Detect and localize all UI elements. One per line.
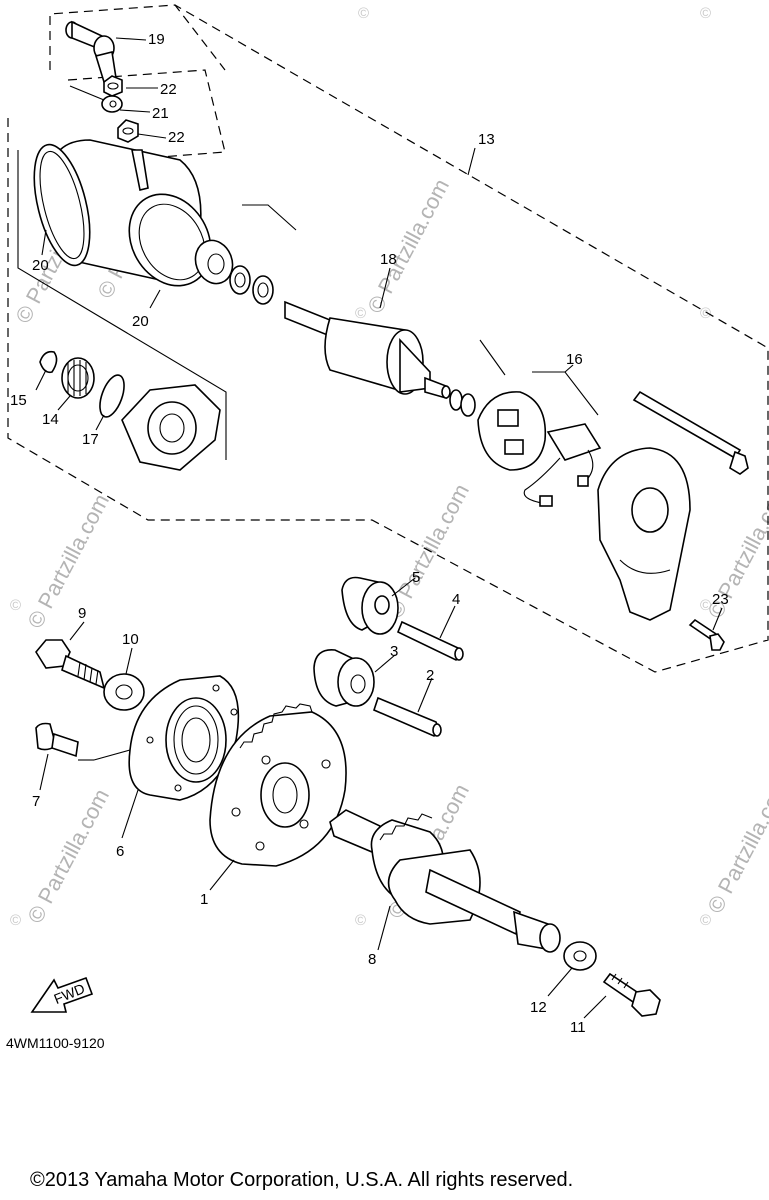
part-12-washer xyxy=(563,941,597,971)
callout-numbers: 19 22 21 22 13 20 20 18 15 14 17 16 23 5… xyxy=(10,31,729,1036)
starter-motor-yoke xyxy=(33,139,212,287)
callout-13: 13 xyxy=(478,131,495,148)
watermark-text: © Partzilla.com xyxy=(22,490,114,633)
callout-17: 17 xyxy=(82,431,99,448)
callout-16: 16 xyxy=(566,351,583,368)
part-7-bolt xyxy=(35,722,131,761)
callout-12: 12 xyxy=(530,999,547,1016)
part-8-gear-shaft xyxy=(329,809,561,953)
watermark-mark: © xyxy=(700,597,711,614)
watermark-mark: © xyxy=(355,305,366,322)
part-22-nut xyxy=(103,75,123,97)
part-17-o-ring xyxy=(99,374,125,418)
watermark-mark: © xyxy=(700,305,711,322)
watermark-text: © Partzilla.com xyxy=(702,775,769,918)
watermark-text: © Partzilla.com xyxy=(362,175,454,318)
callout-8: 8 xyxy=(368,951,376,968)
watermark-mark: © xyxy=(358,5,369,22)
watermark-mark: © xyxy=(700,912,711,929)
part-18-armature xyxy=(284,300,451,400)
watermark-mark: © xyxy=(700,5,711,22)
part-23-bolt xyxy=(688,618,725,651)
part-21-lead-wire xyxy=(69,85,123,113)
group-outline-starting-motor xyxy=(7,4,769,673)
reference-code: 4WM1100-9120 xyxy=(6,1035,105,1051)
callout-20-right: 20 xyxy=(132,313,149,330)
watermark-mark: © xyxy=(10,912,21,929)
callout-15: 15 xyxy=(10,392,27,409)
callout-19: 19 xyxy=(148,31,165,48)
part-11-bolt xyxy=(602,972,661,1017)
bracket-lines xyxy=(17,150,227,460)
callout-4: 4 xyxy=(452,591,460,608)
callout-6: 6 xyxy=(116,843,124,860)
callout-14: 14 xyxy=(42,411,59,428)
part-5-idle-gear xyxy=(341,576,399,635)
callout-5: 5 xyxy=(412,569,420,586)
watermark-mark: © xyxy=(10,597,21,614)
bracket-lines xyxy=(242,204,297,231)
shim-washers xyxy=(194,239,274,305)
callout-22-bottom: 22 xyxy=(168,129,185,146)
leader-lines xyxy=(35,37,723,1019)
part-16-brush-holder xyxy=(477,391,602,507)
callout-10: 10 xyxy=(122,631,139,648)
part-6-starter-clutch xyxy=(128,675,240,801)
callout-11: 11 xyxy=(570,1019,586,1036)
bracket-lines xyxy=(532,371,599,416)
front-cover xyxy=(121,384,221,471)
part-15-circlip xyxy=(39,350,58,374)
watermark-mark: © xyxy=(355,912,366,929)
part-3-idle-gear xyxy=(313,649,375,707)
watermark-layer: © © © © © © © © © xyxy=(10,5,711,929)
rear-cover-bracket xyxy=(597,447,691,621)
callout-3: 3 xyxy=(390,643,398,660)
part-1-starter-wheel-gear xyxy=(209,703,347,867)
callout-2: 2 xyxy=(426,667,434,684)
part-10-washer xyxy=(103,673,145,711)
part-4-shaft xyxy=(396,620,464,661)
part-19-lead-cap xyxy=(65,20,117,84)
callout-1: 1 xyxy=(200,891,208,908)
group-outline-terminal xyxy=(67,69,226,159)
callout-7: 7 xyxy=(32,793,40,810)
part-22-nut xyxy=(117,119,139,143)
callout-22-top: 22 xyxy=(160,81,177,98)
copyright-notice: ©2013 Yamaha Motor Corporation, U.S.A. A… xyxy=(30,1169,573,1191)
through-bolt xyxy=(632,390,749,475)
callout-20-left: 20 xyxy=(32,257,49,274)
callout-21: 21 xyxy=(152,105,169,122)
bracket-lines xyxy=(479,339,506,376)
callout-9: 9 xyxy=(78,605,86,622)
armature-washers xyxy=(449,389,476,417)
callout-23: 23 xyxy=(712,591,729,608)
part-14-bearing xyxy=(61,357,95,399)
leader-13 xyxy=(467,147,476,176)
callout-18: 18 xyxy=(380,251,397,268)
part-9-bolt xyxy=(35,639,106,690)
fwd-arrow-icon: FWD xyxy=(30,976,94,1013)
part-2-shaft xyxy=(373,696,442,737)
